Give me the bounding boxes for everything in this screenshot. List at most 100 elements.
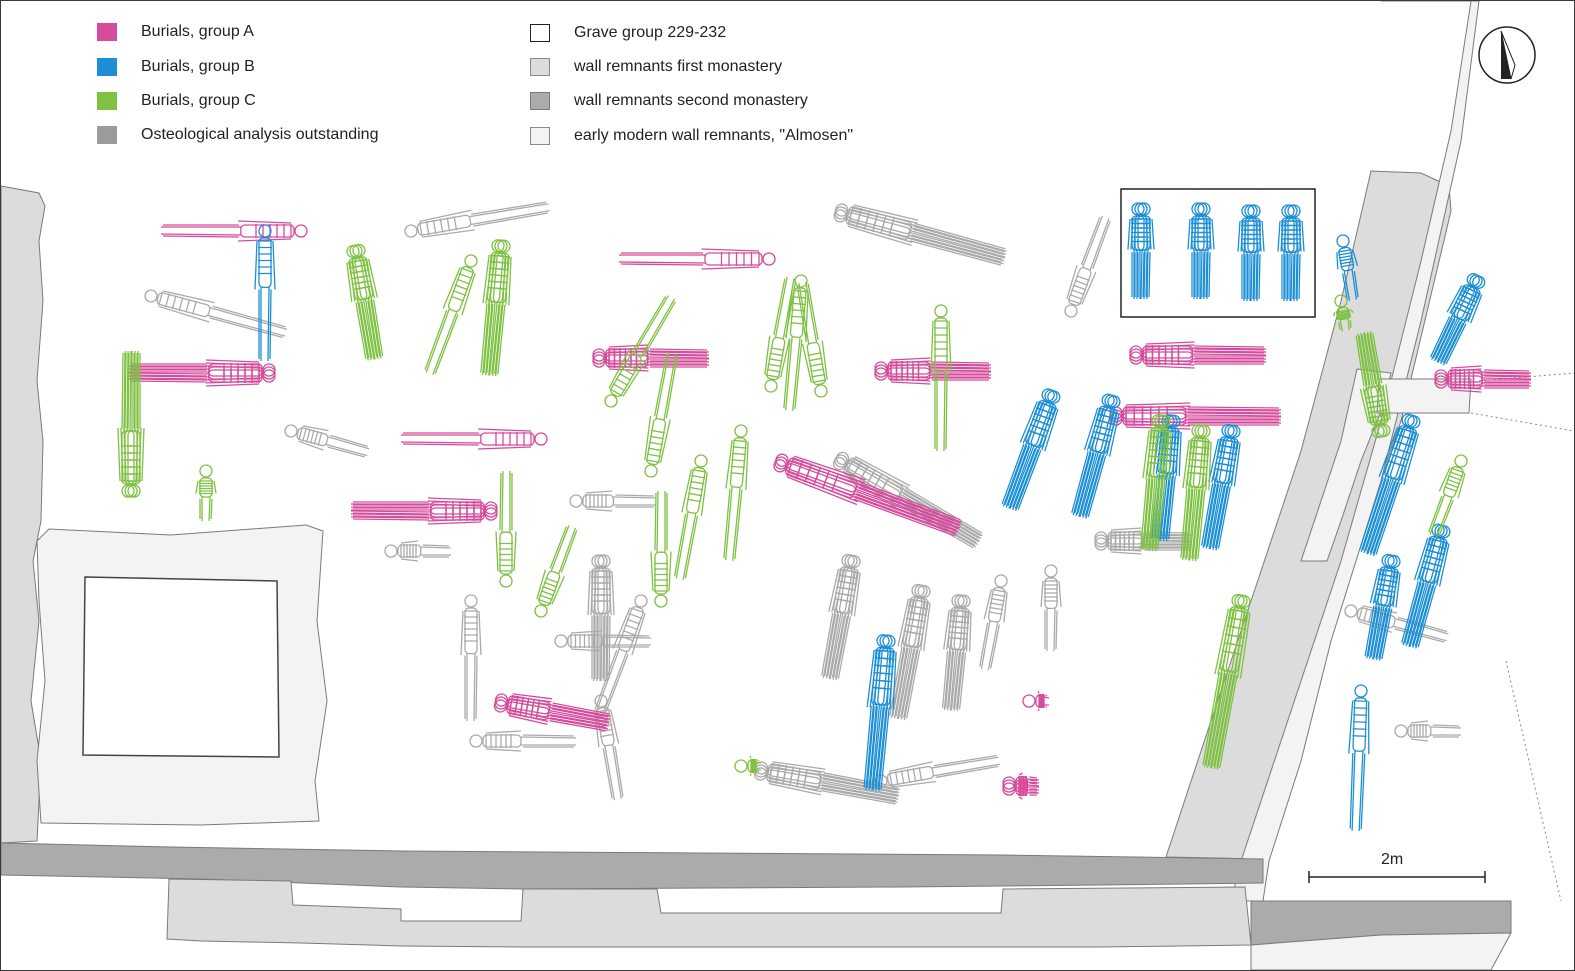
burial-group-b-1 [254, 224, 276, 362]
north-arrow-icon [1478, 26, 1536, 84]
burial-outstanding-22 [1064, 215, 1111, 318]
burial-outstanding-16 [753, 761, 901, 805]
burial-outstanding-2 [833, 203, 1007, 266]
legend-swatch-group-c [97, 92, 117, 110]
scale-bar [1308, 871, 1486, 883]
burial-group-b-10 [1359, 413, 1421, 557]
burial-group-c-22 [734, 755, 762, 777]
legend-item-group-c: Burials, group C [97, 90, 256, 112]
burials-group-a [128, 220, 1532, 800]
burial-group-c-5 [604, 295, 676, 408]
burial-group-c-4 [424, 254, 478, 376]
burial-group-a-1 [160, 220, 308, 242]
burial-outstanding-3 [144, 289, 288, 339]
burial-outstanding-7 [460, 594, 482, 722]
burial-group-b-15 [1430, 273, 1486, 366]
legend-label-grave-group: Grave group 229-232 [574, 24, 727, 41]
legend-swatch-group-a [97, 23, 117, 41]
burial-group-a-4 [400, 428, 548, 450]
burial-outstanding-21 [594, 694, 624, 801]
burial-group-a-11 [1434, 365, 1532, 393]
burial-group-b-2 [1127, 202, 1155, 300]
wall-second-bottom-lower [166, 878, 1252, 948]
burial-group-c-21 [195, 464, 217, 522]
burial-outstanding-15 [1040, 564, 1062, 652]
legend-label-wall-first: wall remnants first monastery [574, 58, 783, 75]
burial-group-b-6 [1001, 388, 1061, 512]
burial-group-b-16 [1336, 234, 1359, 301]
wall-early-modern-right [1230, 1, 1480, 902]
legend-swatch-wall-first [530, 58, 550, 76]
burial-group-c-11 [673, 454, 708, 580]
legend-label-group-a: Burials, group A [141, 23, 254, 40]
burial-outstanding-14 [979, 574, 1008, 671]
wall-projection-dotted-1 [1470, 412, 1574, 432]
burial-outstanding-9 [554, 630, 652, 652]
burials-group-c [117, 239, 1468, 777]
legend-item-wall-first: wall remnants first monastery [530, 56, 782, 78]
burial-group-c-7 [764, 277, 797, 393]
burial-group-a-2 [618, 248, 776, 270]
burial-outstanding-20 [1394, 720, 1462, 742]
wall-first-left [1, 185, 46, 844]
burial-group-b-11 [1401, 523, 1451, 649]
burial-group-c-10 [644, 352, 679, 478]
legend-item-group-b: Burials, group B [97, 56, 255, 78]
legend-label-group-b: Burials, group B [141, 58, 255, 75]
burial-group-b-4 [1237, 204, 1265, 302]
legend-label-wall-early-modern: early modern wall remnants, "Almosen" [574, 127, 854, 144]
wall-projection-dotted-3 [1505, 660, 1562, 902]
burial-outstanding-12 [889, 583, 931, 721]
legend-item-outstanding: Osteological analysis outstanding [97, 124, 378, 146]
burial-group-b-3 [1187, 202, 1215, 300]
burial-outstanding-6 [587, 554, 615, 682]
burial-group-b-9 [1201, 423, 1241, 551]
burial-group-a-9 [1129, 341, 1267, 369]
burial-group-b-14 [1348, 684, 1370, 832]
burial-outstanding-5 [569, 490, 657, 512]
burial-group-c-9 [930, 304, 952, 452]
burial-group-c-20 [1428, 454, 1468, 538]
burial-group-c-19 [1355, 331, 1391, 439]
burial-outstanding-23 [1094, 527, 1192, 555]
burial-group-b-5 [1277, 204, 1305, 302]
burial-group-c-17 [1180, 424, 1212, 562]
burial-group-c-14 [534, 525, 578, 618]
burial-group-a-7 [874, 357, 992, 385]
burial-outstanding-11 [821, 553, 861, 681]
legend-swatch-wall-second [530, 92, 550, 110]
burial-outstanding-13 [941, 594, 972, 712]
burial-group-a-8 [773, 453, 962, 537]
burial-group-a-6 [592, 344, 710, 372]
grave-group-229-232-box [1120, 188, 1316, 318]
burial-group-b-12 [1364, 553, 1401, 661]
burial-group-c-13 [495, 470, 517, 588]
burial-group-a-5 [350, 497, 498, 525]
legend-label-outstanding: Osteological analysis outstanding [141, 126, 379, 143]
burial-group-c-15 [650, 490, 672, 608]
legend-item-wall-second: wall remnants second monastery [530, 90, 808, 112]
burial-group-c-8 [796, 281, 828, 398]
burial-group-c-18 [1202, 593, 1251, 770]
wall-early-modern-square-inner [82, 576, 280, 758]
scale-bar-label: 2m [1381, 851, 1404, 868]
legend-label-wall-second: wall remnants second monastery [574, 92, 808, 109]
wall-second-right-lower [1250, 932, 1512, 970]
burial-outstanding-24 [384, 540, 452, 562]
burial-group-c-2 [346, 243, 384, 361]
burial-outstanding-8 [594, 594, 648, 716]
burial-outstanding-4 [284, 424, 370, 458]
legend-swatch-grave-group [530, 24, 550, 42]
burial-group-c-3 [480, 239, 512, 377]
burial-group-b-7 [1071, 393, 1121, 519]
legend-label-group-c: Burials, group C [141, 92, 256, 109]
legend-item-group-a: Burials, group A [97, 21, 254, 43]
burial-outstanding-1 [404, 201, 550, 238]
legend-item-grave-group: Grave group 229-232 [530, 22, 726, 44]
burial-group-a-12 [493, 693, 611, 732]
burial-outstanding-17 [874, 754, 1000, 788]
legend-item-wall-early-modern: early modern wall remnants, "Almosen" [530, 125, 853, 147]
burial-group-a-14 [1022, 690, 1050, 712]
